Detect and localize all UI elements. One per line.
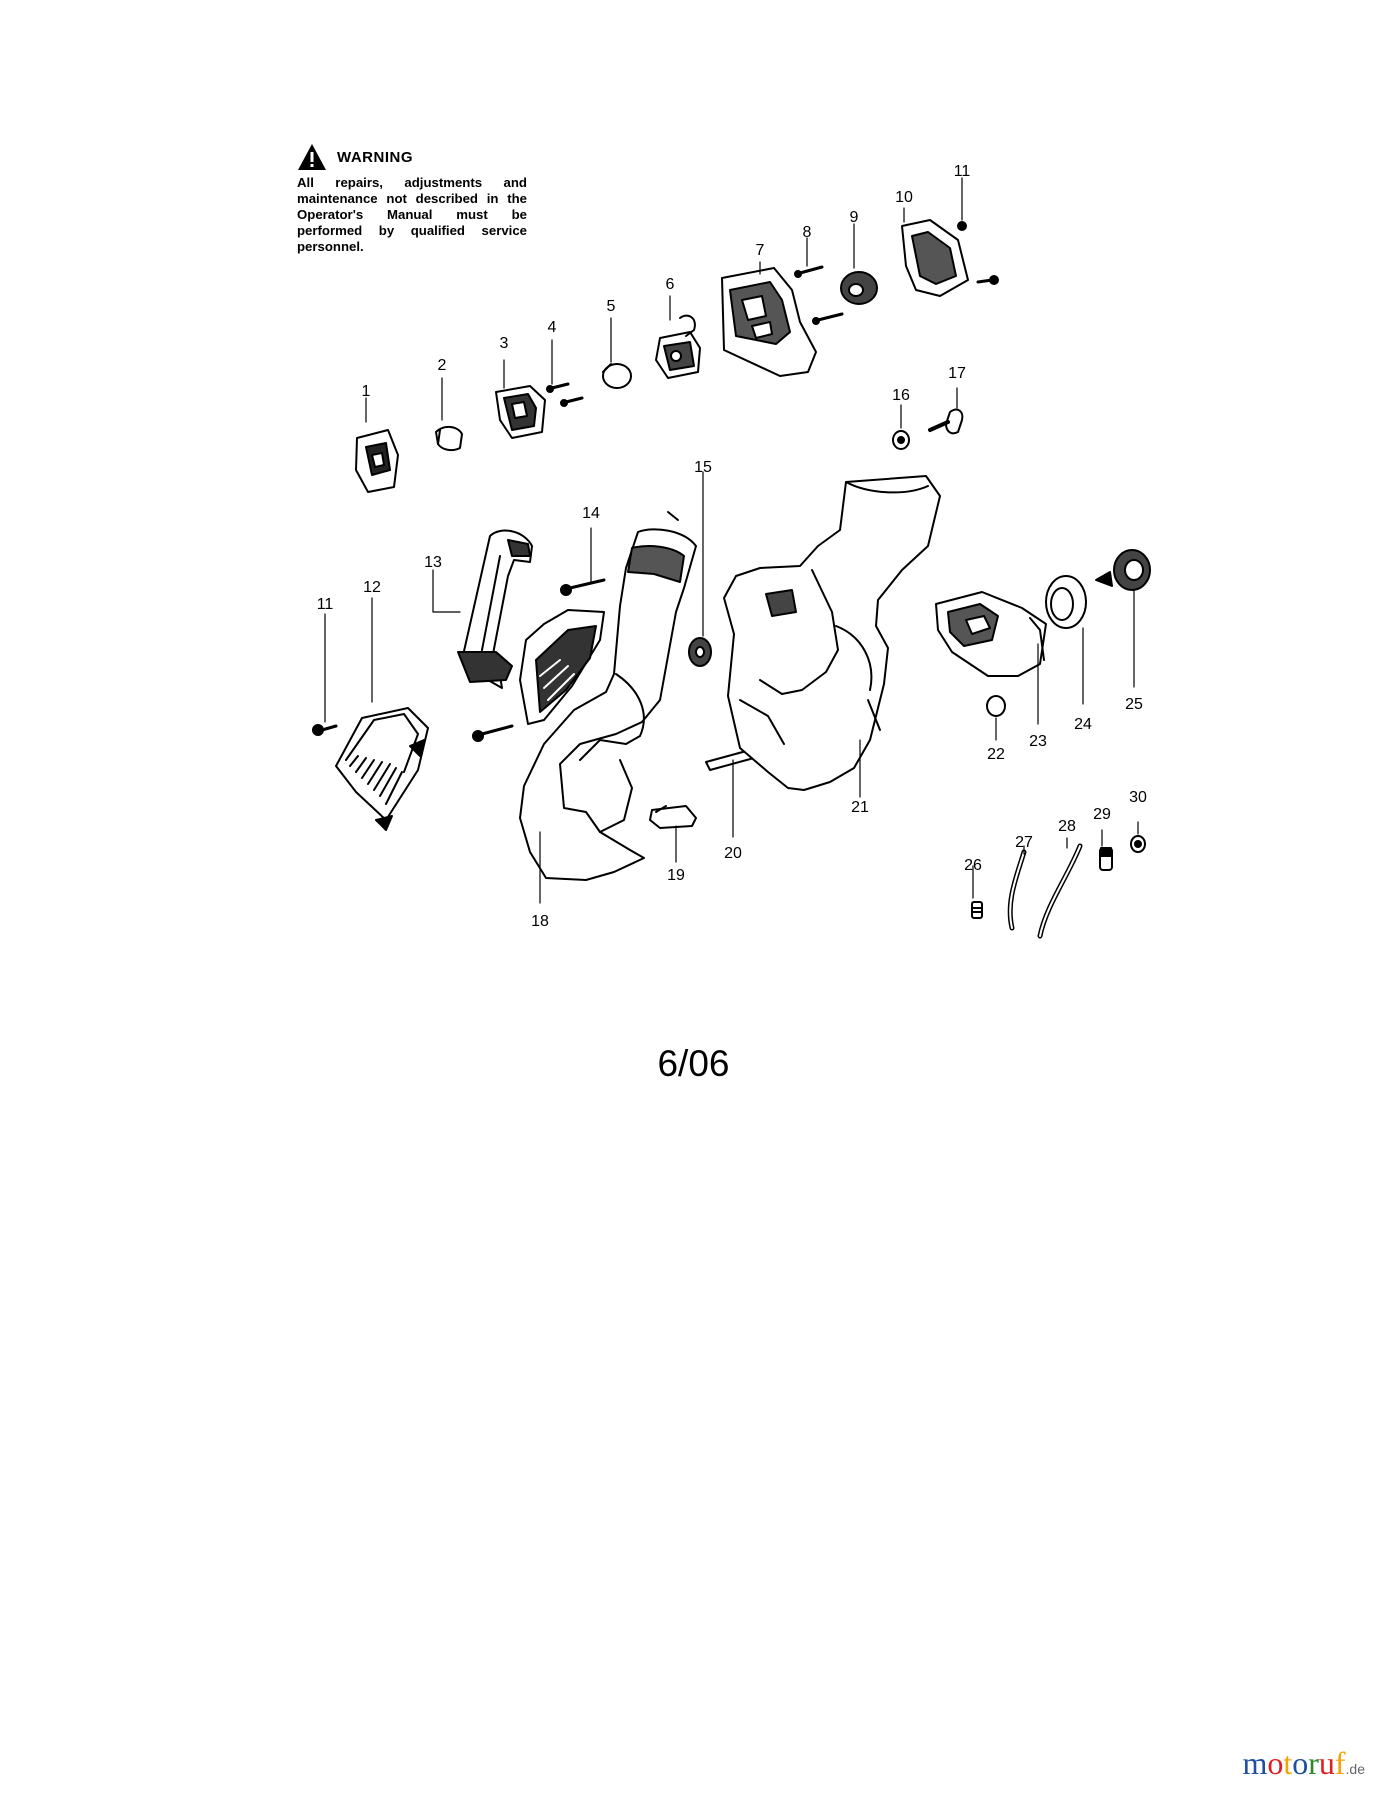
callout-20: 20 — [724, 845, 742, 862]
callout-11-top: 11 — [954, 163, 971, 180]
part-17-wing-screw — [928, 408, 964, 435]
page-code: 6/06 — [657, 1043, 730, 1084]
part-16-nut — [892, 430, 910, 450]
brand-letter: t — [1283, 1745, 1293, 1781]
part-6-carburetor — [655, 314, 701, 379]
part-14-screw — [560, 578, 606, 596]
callout-27: 27 — [1015, 834, 1033, 851]
brand-suffix: .de — [1345, 1761, 1365, 1777]
part-24-seal-ring — [1045, 575, 1087, 629]
brand-letter: m — [1242, 1745, 1268, 1781]
part-4-screws — [546, 382, 584, 407]
brand-letter: u — [1318, 1745, 1335, 1781]
callout-6: 6 — [666, 276, 675, 293]
housing-screw — [472, 724, 514, 742]
callout-30: 30 — [1129, 789, 1147, 806]
part-3-bracket — [495, 385, 546, 439]
part-29-fuel-filter — [1099, 847, 1113, 871]
callout-22: 22 — [987, 746, 1005, 763]
part-25-cap — [1095, 549, 1151, 591]
callout-5: 5 — [607, 298, 616, 315]
callout-24: 24 — [1074, 716, 1092, 733]
callout-25: 25 — [1125, 696, 1143, 713]
callout-26: 26 — [964, 857, 982, 874]
part-7-side-plate — [721, 267, 817, 377]
part-12-grille-cover — [335, 707, 429, 831]
callout-11-left: 11 — [317, 596, 334, 613]
warning-triangle-icon — [298, 144, 326, 170]
callout-28: 28 — [1058, 818, 1076, 835]
part-13-handle — [457, 529, 533, 689]
part-22-nut — [986, 695, 1006, 717]
callout-29: 29 — [1093, 806, 1111, 823]
callout-9: 9 — [850, 209, 859, 226]
part-10-cover — [901, 219, 969, 297]
callout-7: 7 — [756, 242, 765, 259]
callout-2: 2 — [438, 357, 447, 374]
part-18-housing — [519, 511, 697, 881]
warning-text: All repairs, adjustments and maintenance… — [297, 175, 527, 254]
callout-3: 3 — [500, 335, 509, 352]
callout-labels: 1 2 3 4 5 6 7 8 9 10 11 17 16 15 14 13 1… — [317, 163, 1147, 930]
part-8-screws — [794, 265, 844, 325]
part-30-grommet — [1130, 835, 1146, 853]
callout-14: 14 — [582, 505, 600, 522]
warning-title: WARNING — [337, 148, 413, 166]
brand-letter: o — [1267, 1745, 1284, 1781]
callout-1: 1 — [362, 383, 371, 400]
brand-letter: r — [1308, 1745, 1319, 1781]
callout-16: 16 — [892, 387, 910, 404]
callout-15: 15 — [694, 459, 712, 476]
part-9-ring — [840, 271, 878, 305]
part-23-nozzle — [935, 591, 1047, 677]
part-2-knob — [435, 426, 463, 452]
part-11-screws-top — [957, 221, 999, 285]
callout-12: 12 — [363, 579, 381, 596]
warning-box: WARNING All repairs, adjustments and mai… — [297, 143, 527, 255]
callout-4: 4 — [548, 319, 557, 336]
brand-logo: motoruf.de — [1242, 1745, 1365, 1782]
callout-leaders — [324, 177, 1139, 904]
warning-header: WARNING — [297, 143, 527, 171]
callout-19: 19 — [667, 867, 685, 884]
part-5-diaphragm — [602, 363, 632, 389]
part-11-screw-left — [312, 724, 338, 736]
part-28-fuel-line — [1037, 843, 1083, 939]
part-26-fitting — [971, 901, 983, 919]
part-19-clip — [649, 805, 697, 829]
callout-8: 8 — [803, 224, 812, 241]
callout-10: 10 — [895, 189, 913, 206]
callout-17: 17 — [948, 365, 966, 382]
exploded-parts-diagram: 1 2 3 4 5 6 7 8 9 10 11 17 16 15 14 13 1… — [312, 163, 1151, 939]
brand-letter: f — [1334, 1745, 1346, 1781]
brand-letter: o — [1292, 1745, 1309, 1781]
callout-13: 13 — [424, 554, 442, 571]
part-15-impeller — [688, 637, 712, 667]
callout-23: 23 — [1029, 733, 1047, 750]
part-27-fuel-line — [1007, 849, 1027, 931]
part-1-gasket — [355, 429, 399, 493]
callout-21: 21 — [851, 799, 869, 816]
part-21-tube-housing — [723, 475, 941, 791]
callout-18: 18 — [531, 913, 549, 930]
